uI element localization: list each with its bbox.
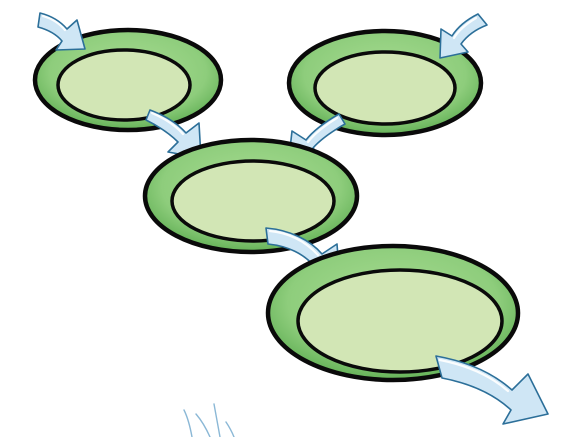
plate-top-right	[286, 28, 484, 138]
plate-center	[313, 50, 457, 126]
plate-middle	[142, 137, 360, 255]
arrow-out-of-bottom	[435, 355, 549, 425]
plate-bottom	[265, 243, 521, 383]
sketch-strokes	[183, 403, 235, 437]
plate-center	[170, 159, 336, 243]
arrow-into-top-left	[37, 12, 86, 51]
plate-center	[56, 48, 192, 122]
plate-top-left	[32, 27, 224, 133]
plate-center	[296, 268, 504, 374]
arrow-into-top-right	[439, 13, 488, 59]
